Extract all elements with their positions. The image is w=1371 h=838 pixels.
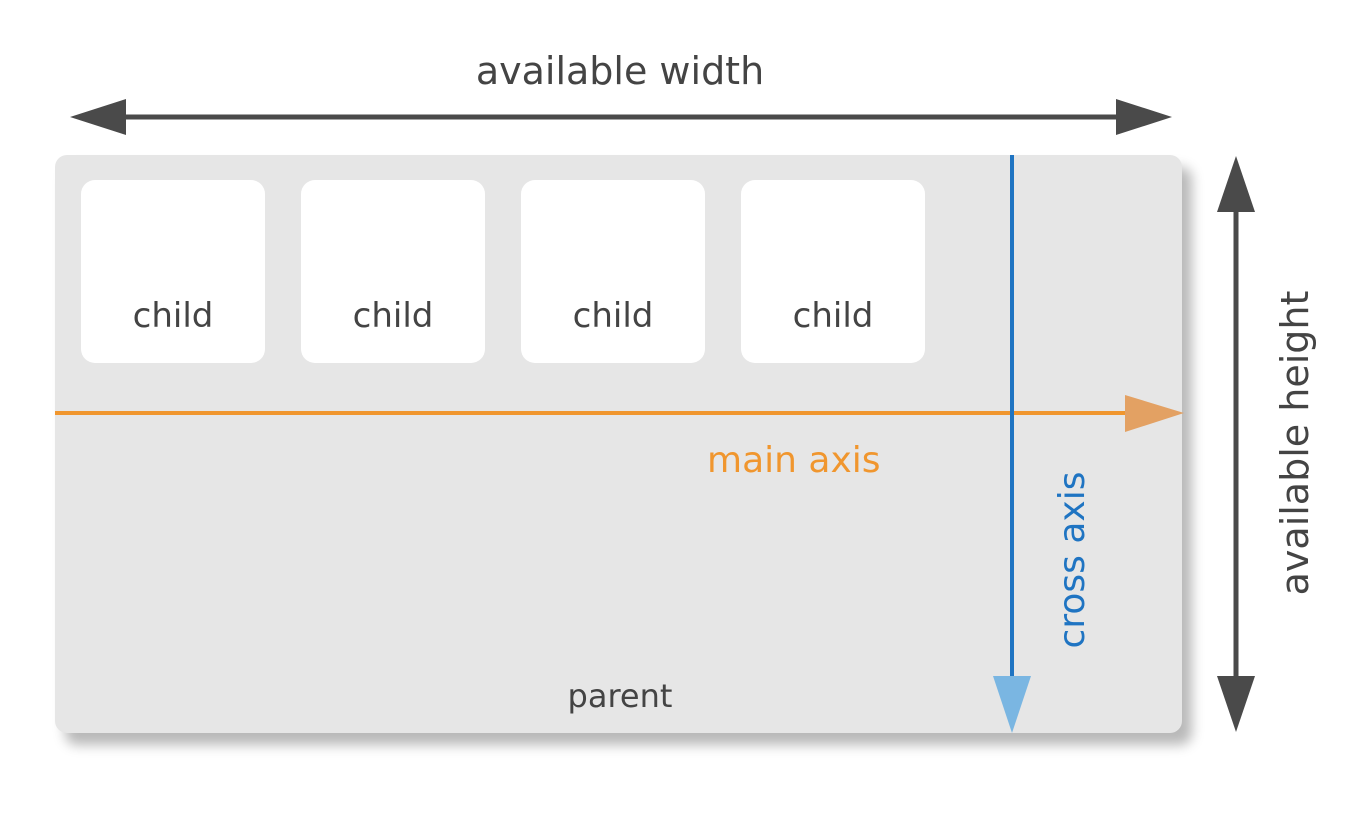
- available-height-arrow: [1217, 156, 1255, 732]
- cross-axis-arrow: [993, 155, 1031, 733]
- child-box-4: child: [741, 180, 925, 363]
- child-box-2: child: [301, 180, 485, 363]
- child-label: child: [132, 296, 214, 336]
- parent-label: parent: [567, 677, 673, 715]
- child-box-1: child: [81, 180, 265, 363]
- cross-axis-label: cross axis: [1052, 471, 1093, 649]
- main-axis-arrow: [55, 395, 1184, 432]
- child-label: child: [352, 296, 434, 336]
- available-width-arrow: [70, 99, 1172, 135]
- available-width-label: available width: [475, 49, 765, 93]
- child-box-3: child: [521, 180, 705, 363]
- main-axis-label: main axis: [707, 440, 881, 481]
- child-label: child: [572, 296, 654, 336]
- child-label: child: [792, 296, 874, 336]
- available-height-label: available height: [1273, 290, 1317, 596]
